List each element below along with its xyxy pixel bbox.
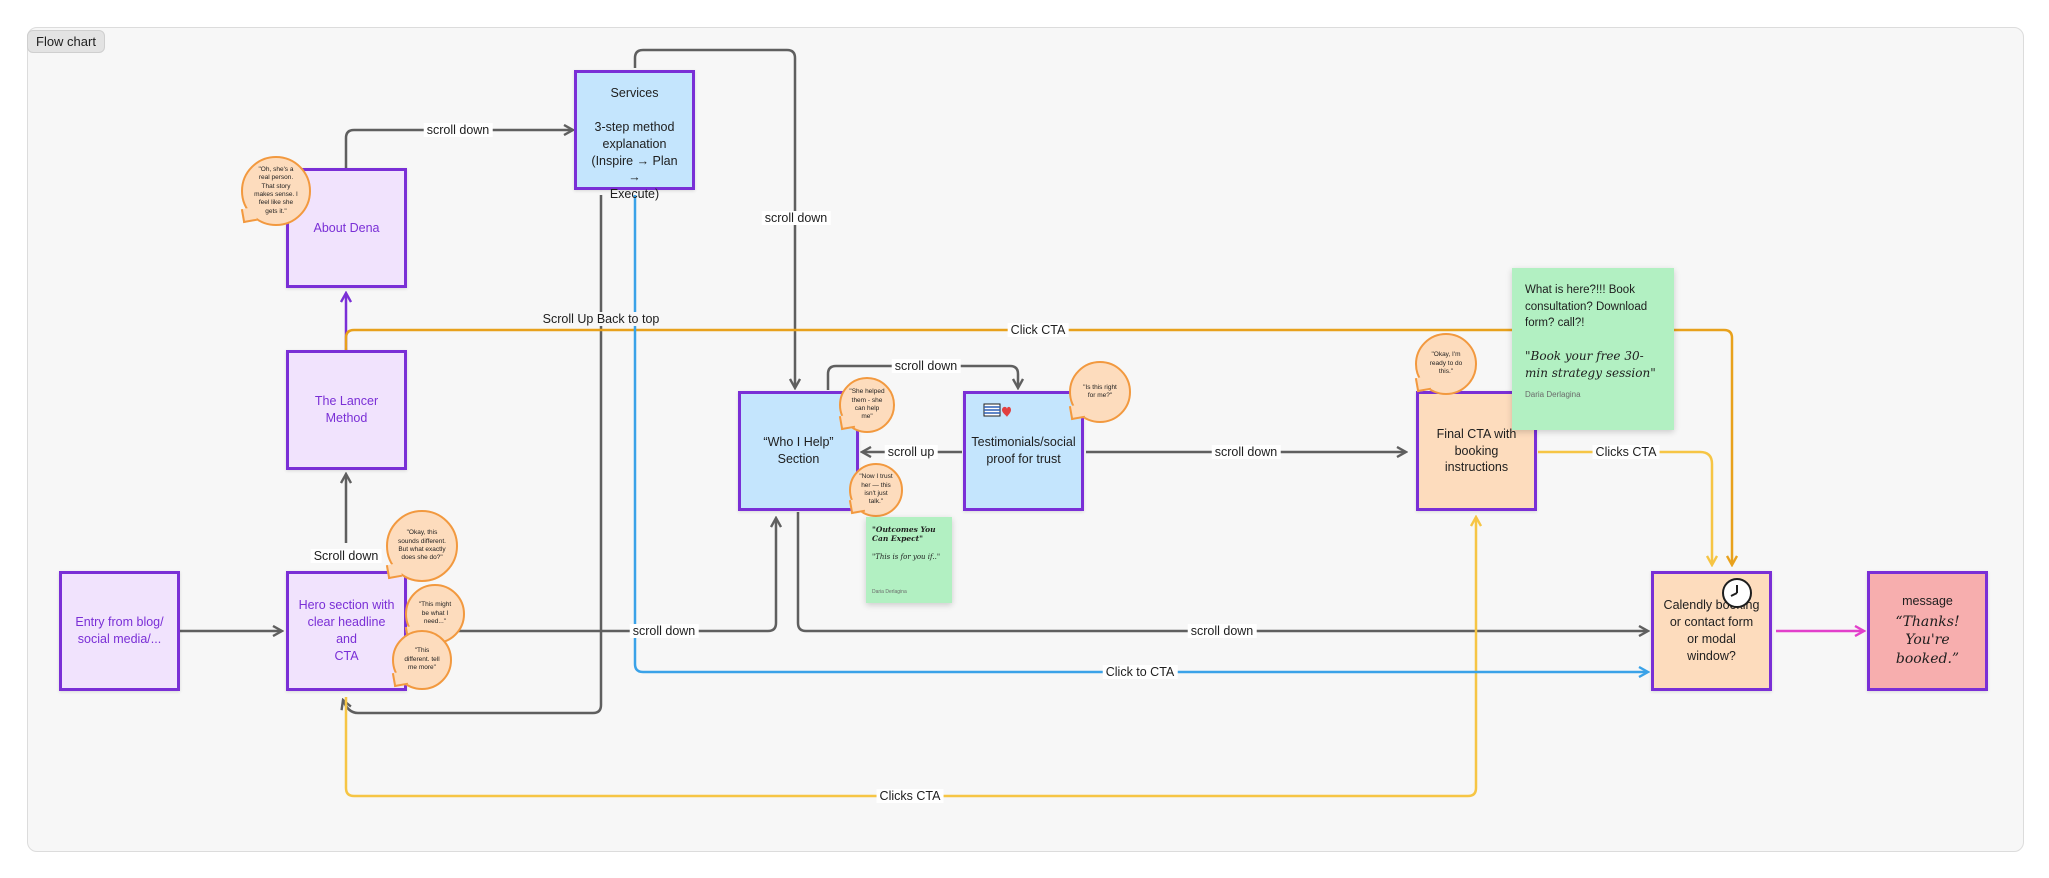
- frame-label[interactable]: Flow chart: [27, 30, 105, 53]
- label-scroll-down-who: scroll down: [891, 359, 961, 373]
- label-scroll-down-hero-who: scroll down: [629, 624, 699, 638]
- bubble-who-1: "She helped them - she can help me": [838, 377, 895, 433]
- bubble-final: "Okay, I'm ready to do this.": [1414, 333, 1477, 395]
- label-scroll-down-top: scroll down: [423, 123, 493, 137]
- node-testimonials[interactable]: Testimonials/social proof for trust: [963, 391, 1084, 511]
- bubble-tail: [385, 562, 403, 580]
- label-scroll-down-who-calendly: scroll down: [1187, 624, 1257, 638]
- label-scroll-down-hero: Scroll down: [310, 549, 382, 563]
- sticky-outcomes-title: "Outcomes You Can Expect": [872, 525, 936, 543]
- bubble-tail: [240, 206, 258, 224]
- label-scroll-down-right: scroll down: [761, 211, 831, 225]
- bubble-about: "Oh, she's a real person. That story mak…: [240, 156, 311, 226]
- bubble-final-text: "Okay, I'm ready to do this.": [1429, 351, 1463, 376]
- edge-final-calendly: [1538, 450, 1712, 565]
- clock-icon: [1722, 578, 1752, 608]
- node-calendly[interactable]: Calendly booking or contact form or moda…: [1651, 571, 1772, 691]
- bubble-hero-3: "This different. tell me more": [391, 630, 452, 690]
- label-click-to-cta: Click to CTA: [1102, 665, 1178, 679]
- label-click-cta-top: Click CTA: [1007, 323, 1069, 337]
- node-entry-label: Entry from blog/ social media/...: [75, 615, 164, 646]
- label-scroll-up: scroll up: [884, 445, 938, 459]
- flag-heart-icon: [983, 402, 1011, 420]
- edge-about-services: [344, 130, 573, 168]
- sticky-booking-question[interactable]: What is here?!!! Book consultation? Down…: [1512, 268, 1674, 430]
- node-who-i-help[interactable]: “Who I Help” Section: [738, 391, 859, 511]
- node-hero[interactable]: Hero section with clear headline and CTA: [286, 571, 407, 691]
- label-clicks-cta-bottom: Clicks CTA: [876, 789, 944, 803]
- bubble-hero-1-text: "Okay, this sounds different. But what e…: [398, 529, 446, 562]
- edge-services-who: [633, 48, 795, 388]
- sticky-booking-text: What is here?!!! Book consultation? Down…: [1525, 284, 1648, 330]
- bubble-tail: [848, 497, 866, 515]
- sticky-booking-quote: "Book your free 30-min strategy session": [1525, 349, 1656, 380]
- label-clicks-cta-final: Clicks CTA: [1592, 445, 1660, 459]
- node-lancer-method[interactable]: The Lancer Method: [286, 350, 407, 470]
- edge-who-calendly: [796, 512, 1648, 631]
- bubble-who-1-text: "She helped them - she can help me": [849, 388, 885, 421]
- sticky-outcomes[interactable]: "Outcomes You Can Expect" "This is for y…: [866, 517, 952, 603]
- bubble-hero-2-text: "This might be what I need...": [418, 601, 452, 626]
- node-services[interactable]: Services 3-step method explanation (Insp…: [574, 70, 695, 201]
- node-message-title: message: [1902, 593, 1953, 608]
- edge-click-to-cta: [633, 195, 1648, 672]
- node-message-quote: “Thanks! You're booked.”: [1895, 613, 1960, 668]
- bubble-about-text: "Oh, she's a real person. That story mak…: [254, 165, 298, 215]
- bubble-tail: [391, 670, 409, 688]
- sticky-outcomes-author: Daria Derlagina: [872, 589, 907, 595]
- sticky-outcomes-body: "This is for you if..": [872, 553, 941, 561]
- node-calendly-label: Calendly booking or contact form or moda…: [1663, 598, 1760, 663]
- node-entry[interactable]: Entry from blog/ social media/...: [59, 571, 180, 691]
- label-scroll-down-final: scroll down: [1211, 445, 1281, 459]
- bubble-tail: [838, 413, 856, 431]
- node-message[interactable]: message “Thanks! You're booked.”: [1867, 571, 1988, 691]
- bubble-who-2: "Now I trust her — this isn't just talk.…: [848, 463, 903, 517]
- bubble-testimonials: "Is this right for me?": [1068, 361, 1131, 423]
- node-final-cta-label: Final CTA with booking instructions: [1436, 426, 1517, 475]
- node-who-label: “Who I Help” Section: [763, 435, 834, 466]
- bubble-hero-3-text: "This different. tell me more": [404, 647, 440, 672]
- node-testimonials-label: Testimonials/social proof for trust: [971, 435, 1076, 466]
- edge-hero-who: [451, 518, 776, 633]
- label-scroll-up-back: Scroll Up Back to top: [539, 312, 663, 326]
- bubble-who-2-text: "Now I trust her — this isn't just talk.…: [859, 473, 893, 506]
- node-lancer-label: The Lancer Method: [314, 394, 379, 425]
- bubble-testimonials-text: "Is this right for me?": [1083, 383, 1117, 399]
- bubble-hero-1: "Okay, this sounds different. But what e…: [385, 510, 458, 582]
- node-hero-label: Hero section with clear headline and CTA: [298, 598, 395, 663]
- node-about-label: About Dena: [313, 220, 380, 235]
- bubble-tail: [1068, 403, 1086, 421]
- sticky-booking-author: Daria Derlagina: [1525, 389, 1581, 399]
- node-services-label: Services 3-step method explanation (Insp…: [591, 86, 678, 202]
- bubble-tail: [1414, 375, 1432, 393]
